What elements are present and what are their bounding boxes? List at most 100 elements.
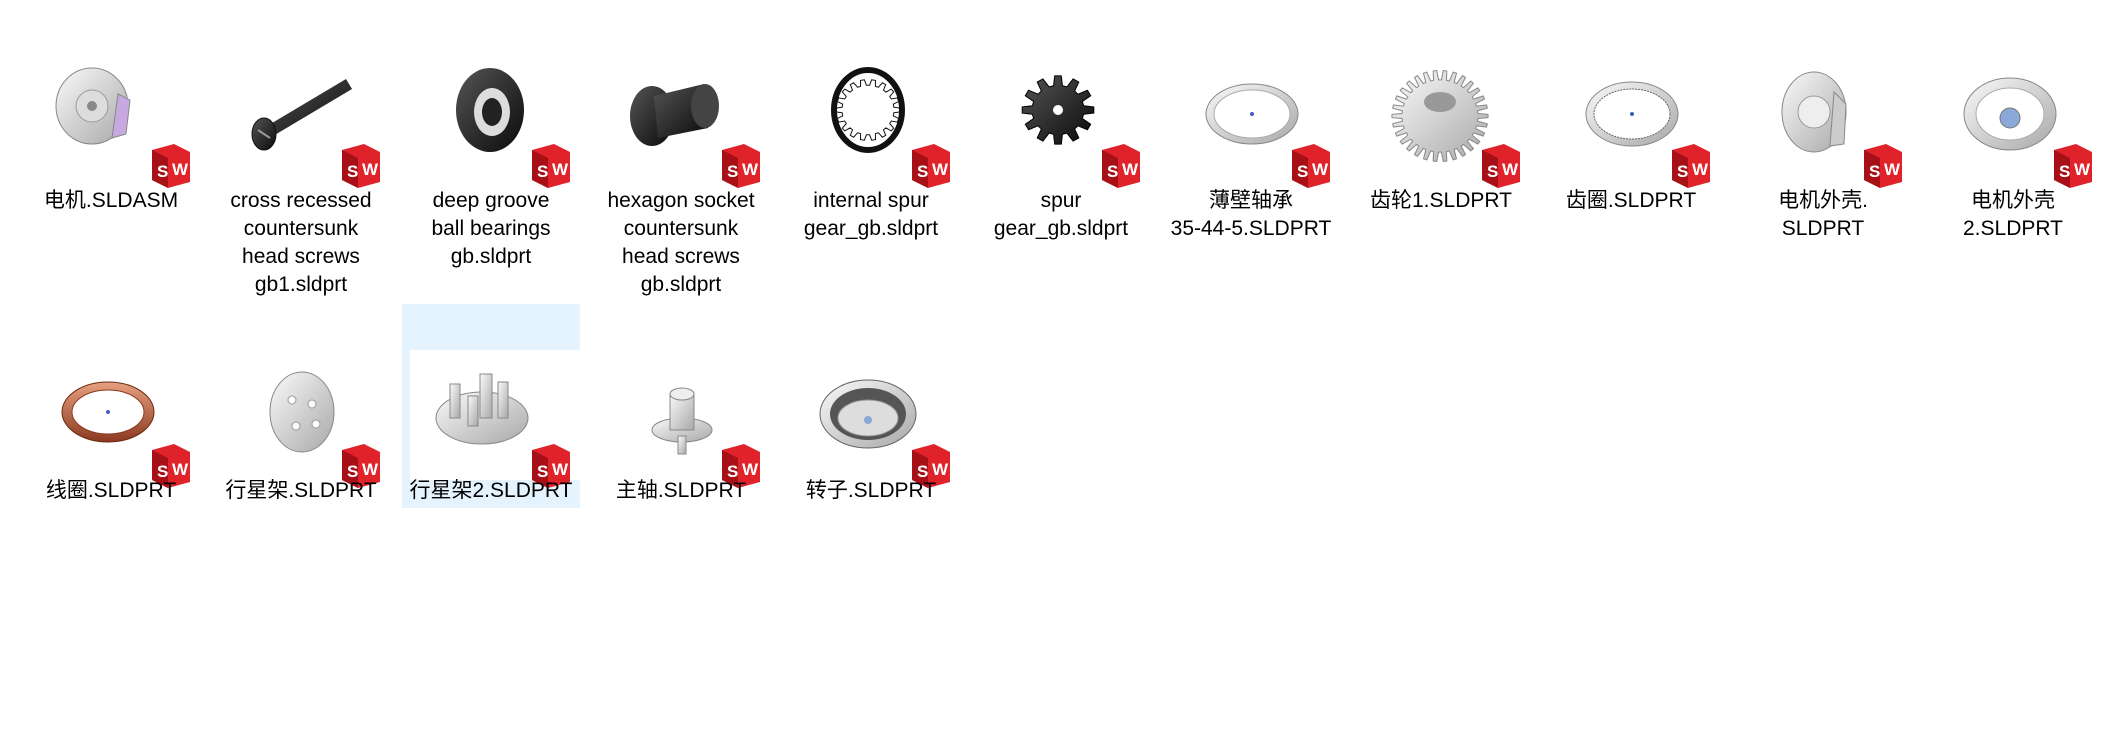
file-name-label: 齿圈.SLDPRT: [1565, 189, 1697, 212]
svg-text:W: W: [362, 160, 379, 179]
svg-text:W: W: [1122, 160, 1139, 179]
svg-text:S: S: [157, 462, 168, 481]
solidworks-badge-icon: S W: [722, 144, 760, 188]
svg-text:W: W: [2074, 160, 2091, 179]
svg-text:W: W: [1312, 160, 1329, 179]
file-thumbnail-icon: S W: [972, 34, 1150, 194]
file-thumbnail-icon: S W: [410, 350, 580, 488]
file-name-label: 薄壁轴承 35-44-5.SLDPRT: [1170, 189, 1332, 240]
spur-gear-part-icon: [1021, 75, 1095, 145]
housing-part-icon: [1781, 71, 1847, 153]
svg-text:S: S: [347, 462, 358, 481]
file-thumbnail-icon: S W: [592, 334, 770, 494]
file-item[interactable]: S W internal spur gear_gb.sldprt: [782, 4, 960, 244]
file-thumbnail-icon: S W: [1734, 34, 1912, 194]
solidworks-badge-icon: S W: [2054, 144, 2092, 188]
svg-text:W: W: [362, 460, 379, 479]
thin-bearing-part-icon: [1205, 83, 1299, 145]
file-thumbnail-icon: S W: [1542, 34, 1720, 194]
solidworks-badge-icon: S W: [532, 144, 570, 188]
svg-text:W: W: [552, 460, 569, 479]
svg-text:W: W: [172, 460, 189, 479]
file-item[interactable]: S W 行星架2.SLDPRT: [402, 304, 580, 508]
svg-text:S: S: [1107, 162, 1118, 181]
svg-text:S: S: [917, 462, 928, 481]
solidworks-badge-icon: S W: [152, 444, 190, 488]
svg-text:W: W: [742, 460, 759, 479]
rotor-part-icon: [819, 379, 917, 449]
file-item[interactable]: S W 线圈.SLDPRT: [22, 304, 200, 544]
svg-text:S: S: [917, 162, 928, 181]
file-thumbnail-icon: S W: [782, 334, 960, 494]
svg-text:S: S: [537, 462, 548, 481]
file-thumbnail-icon: S W: [782, 34, 960, 194]
hex-screw-part-icon: [630, 84, 719, 146]
file-item[interactable]: S W 电机外壳. SLDPRT: [1734, 4, 1912, 244]
shaft-part-icon: [651, 387, 713, 455]
svg-text:W: W: [1502, 160, 1519, 179]
file-item[interactable]: S W 行星架.SLDPRT: [212, 304, 390, 544]
svg-text:W: W: [932, 160, 949, 179]
file-thumbnail-icon: S W: [22, 34, 200, 194]
solidworks-badge-icon: S W: [722, 444, 760, 488]
svg-text:S: S: [1677, 162, 1688, 181]
svg-text:W: W: [172, 160, 189, 179]
file-item[interactable]: S W 主轴.SLDPRT: [592, 304, 770, 544]
file-thumbnail-icon: S W: [22, 334, 200, 494]
motor-assembly-part-icon: [55, 67, 131, 145]
solidworks-badge-icon: S W: [912, 144, 950, 188]
file-name-label: internal spur gear_gb.sldprt: [803, 189, 939, 240]
file-thumbnail-icon: S W: [402, 34, 580, 194]
solidworks-badge-icon: S W: [342, 444, 380, 488]
file-item[interactable]: S W 薄壁轴承 35-44-5.SLDPRT: [1162, 4, 1340, 244]
svg-text:W: W: [932, 460, 949, 479]
gear1-part-icon: [1391, 69, 1489, 163]
file-thumbnail-icon: S W: [1924, 34, 2102, 194]
file-name-label: cross recessed countersunk head screws g…: [230, 189, 372, 296]
solidworks-badge-icon: S W: [342, 144, 380, 188]
carrier2-part-icon: [435, 373, 529, 445]
file-name-label: deep groove ball bearings gb.sldprt: [431, 189, 551, 268]
svg-text:S: S: [1487, 162, 1498, 181]
coil-part-icon: [61, 381, 155, 443]
svg-text:W: W: [742, 160, 759, 179]
carrier-part-icon: [269, 371, 335, 453]
file-name-label: 电机外壳. SLDPRT: [1778, 189, 1868, 240]
file-item[interactable]: S W 齿圈.SLDPRT: [1542, 4, 1720, 244]
solidworks-badge-icon: S W: [532, 444, 570, 488]
file-item[interactable]: S W hexagon socket countersunk head scre…: [592, 4, 770, 296]
svg-text:S: S: [157, 162, 168, 181]
file-item[interactable]: S W 转子.SLDPRT: [782, 304, 960, 544]
svg-text:S: S: [2059, 162, 2070, 181]
file-thumbnail-icon: S W: [1162, 34, 1340, 194]
file-name-label: 转子.SLDPRT: [805, 479, 937, 502]
file-item[interactable]: S W spur gear_gb.sldprt: [972, 4, 1150, 244]
file-item[interactable]: S W 齿轮1.SLDPRT: [1352, 4, 1530, 244]
file-name-label: 电机.SLDASM: [43, 189, 179, 212]
solidworks-badge-icon: S W: [1864, 144, 1902, 188]
svg-text:S: S: [1297, 162, 1308, 181]
solidworks-badge-icon: S W: [1482, 144, 1520, 188]
file-thumbnail-icon: S W: [212, 34, 390, 194]
solidworks-badge-icon: S W: [152, 144, 190, 188]
file-item[interactable]: S W 电机.SLDASM: [22, 4, 200, 244]
svg-text:W: W: [1884, 160, 1901, 179]
file-item[interactable]: S W 电机外壳 2.SLDPRT: [1924, 4, 2102, 244]
file-name-label: 行星架2.SLDPRT: [409, 479, 573, 502]
file-thumbnail-icon: S W: [592, 34, 770, 194]
file-item[interactable]: S W cross recessed countersunk head scre…: [212, 4, 390, 296]
svg-text:S: S: [537, 162, 548, 181]
bearing-part-icon: [456, 68, 524, 152]
solidworks-badge-icon: S W: [1672, 144, 1710, 188]
solidworks-badge-icon: S W: [1292, 144, 1330, 188]
svg-text:W: W: [1692, 160, 1709, 179]
file-item[interactable]: S W deep groove ball bearings gb.sldprt: [402, 4, 580, 268]
file-name-label: 主轴.SLDPRT: [615, 479, 747, 502]
file-name-label: hexagon socket countersunk head screws g…: [607, 189, 755, 296]
file-name-label: 齿轮1.SLDPRT: [1370, 189, 1512, 212]
svg-text:S: S: [347, 162, 358, 181]
internal-gear-part-icon: [831, 67, 905, 153]
file-name-label: spur gear_gb.sldprt: [993, 189, 1129, 240]
solidworks-badge-icon: S W: [1102, 144, 1140, 188]
